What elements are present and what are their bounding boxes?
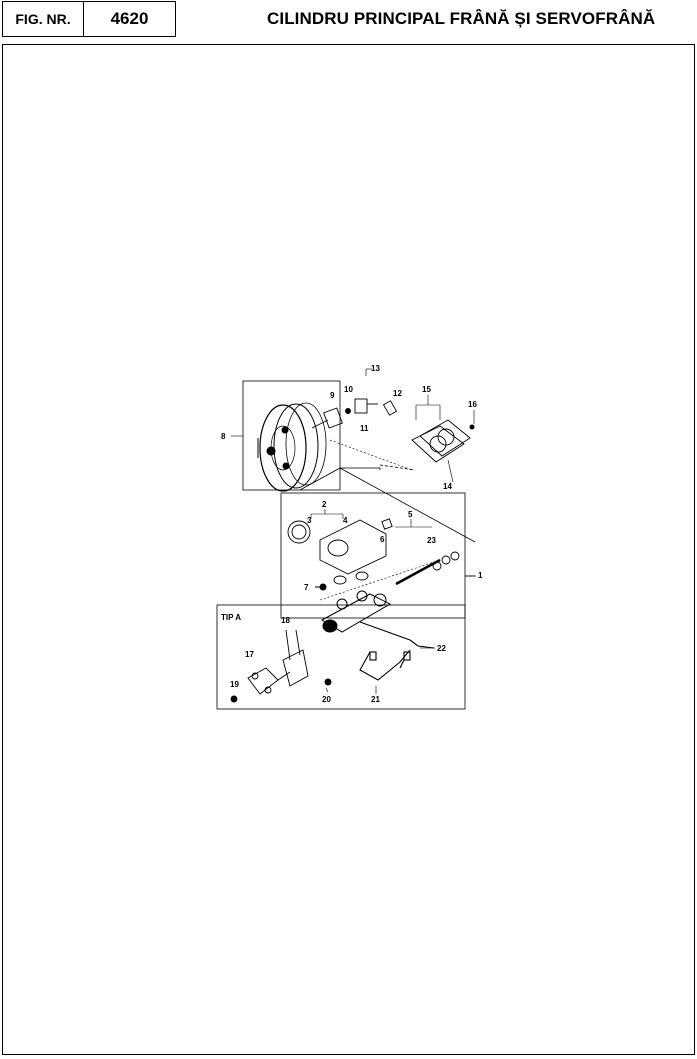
push-rod-assembly-icon [311, 398, 398, 429]
fluid-reservoir-icon [287, 518, 393, 585]
callout-17: 17 [245, 650, 254, 659]
brake-pipes-icon [359, 621, 435, 681]
callout-14: 14 [443, 482, 452, 491]
callout-9: 9 [330, 391, 335, 400]
page-header: FIG. NR. 4620 CILINDRU PRINCIPAL FRÂNĂ Ș… [0, 0, 697, 40]
callout-2: 2 [322, 500, 327, 509]
callout-11: 11 [360, 424, 369, 433]
callout-4: 4 [343, 516, 348, 525]
booster-group-box [242, 380, 341, 491]
master-cylinder-group-box [280, 492, 466, 619]
master-cylinder-icon [315, 583, 392, 633]
callout-8: 8 [221, 432, 226, 441]
callout-18: 18 [281, 616, 290, 625]
callout-20: 20 [322, 695, 331, 704]
tip-a-label: TIP A [221, 613, 241, 622]
callout-7: 7 [304, 583, 309, 592]
callout-13: 13 [371, 364, 380, 373]
callout-19: 19 [230, 680, 239, 689]
figure-number: 4620 [110, 9, 149, 28]
figure-label: FIG. NR. [3, 2, 84, 36]
piston-seal-kit-icon [395, 551, 460, 586]
callout-6: 6 [380, 535, 385, 544]
brake-booster-icon [257, 402, 327, 492]
callout-1: 1 [478, 571, 483, 580]
diagram-frame [2, 44, 695, 1055]
callout-21: 21 [371, 695, 380, 704]
callout-15: 15 [422, 385, 431, 394]
callout-10: 10 [344, 385, 353, 394]
page-title: CILINDRU PRINCIPAL FRÂNĂ ȘI SERVOFRÂNĂ [267, 9, 656, 28]
callout-16: 16 [468, 400, 477, 409]
callout-23: 23 [427, 536, 436, 545]
proportioning-valve-icon [230, 629, 332, 703]
callout-12: 12 [393, 389, 402, 398]
callout-3: 3 [307, 516, 312, 525]
callout-5: 5 [408, 510, 413, 519]
figure-number-box: FIG. NR. 4620 [2, 1, 176, 37]
gasket-plates-icon [411, 419, 475, 463]
callout-22: 22 [437, 644, 446, 653]
tip-a-group-box [216, 604, 466, 710]
